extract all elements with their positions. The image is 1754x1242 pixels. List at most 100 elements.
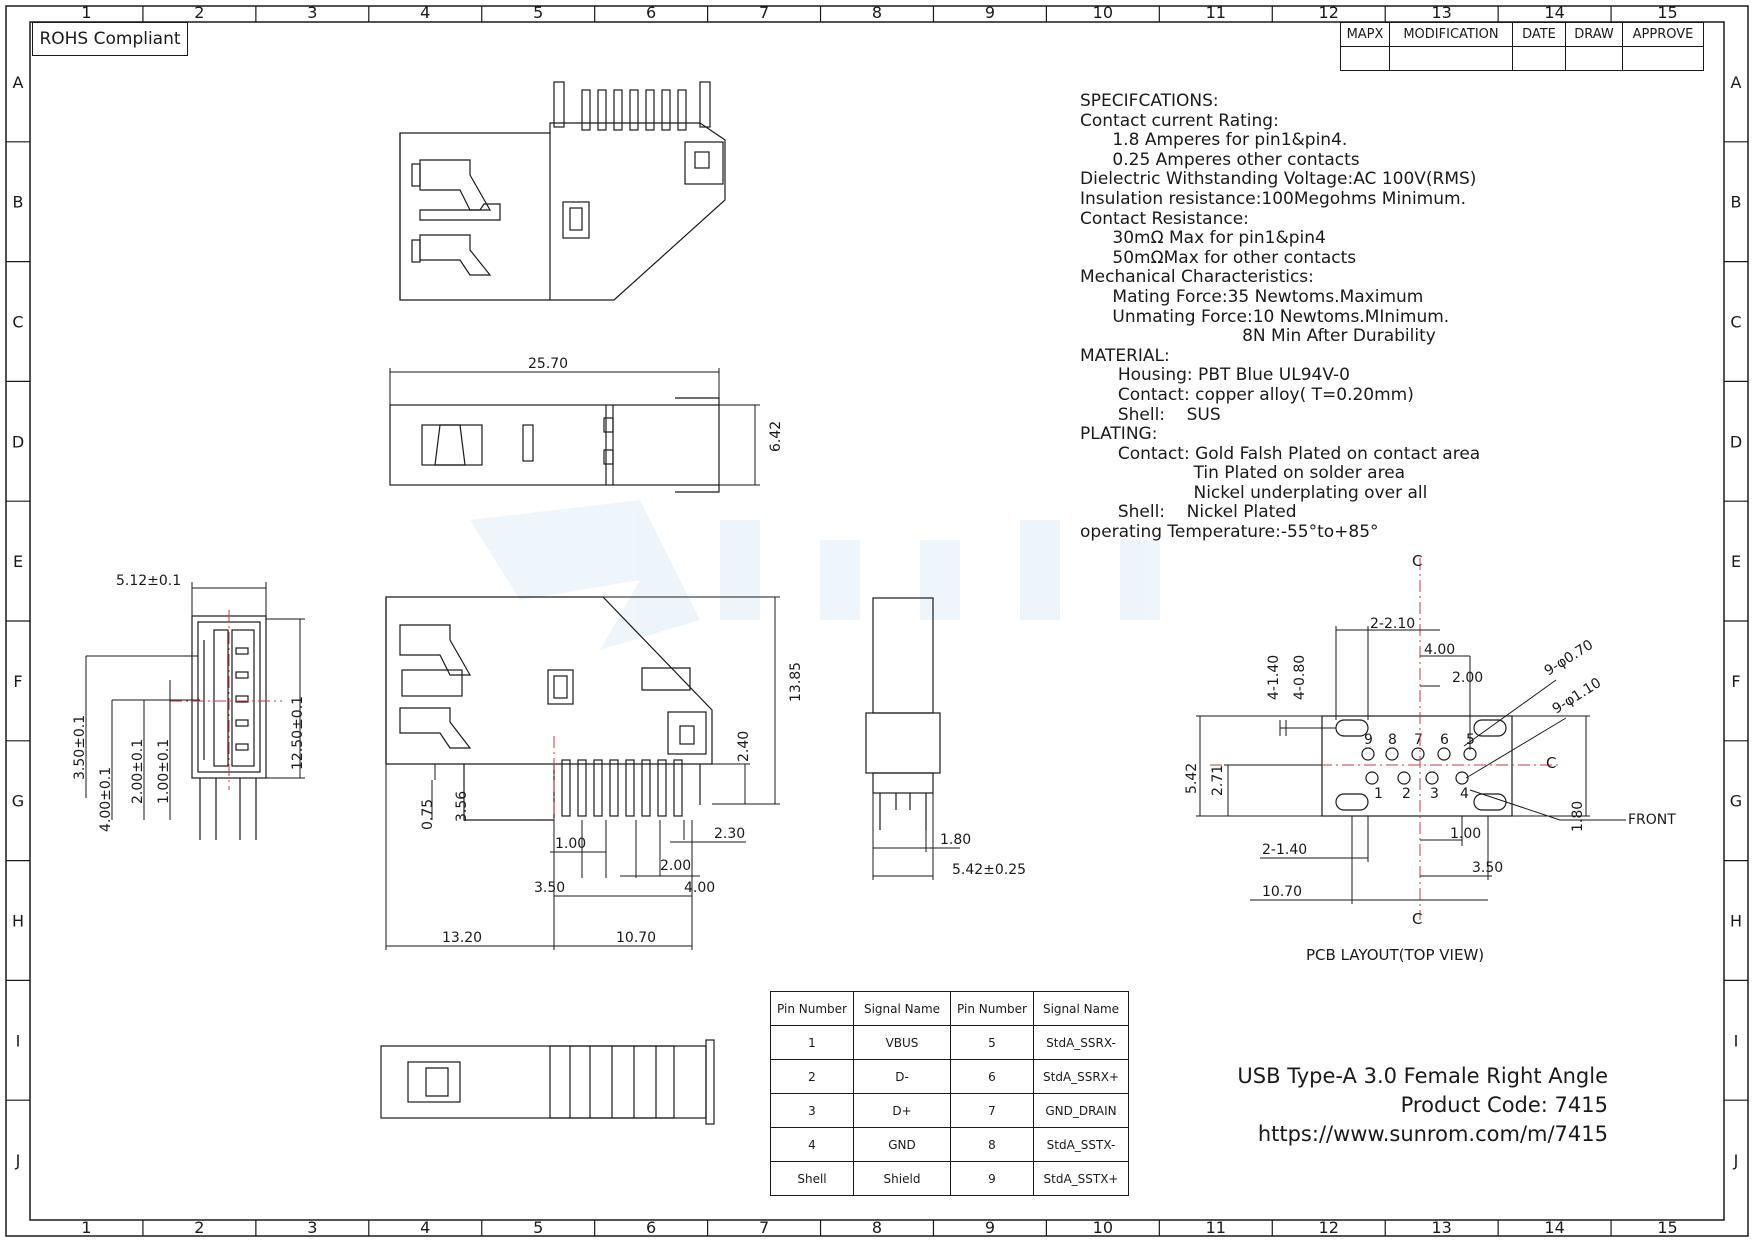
pcb-hole xyxy=(1437,747,1451,761)
dim-side-1070: 10.70 xyxy=(616,930,656,946)
pin-header: Signal Name xyxy=(853,991,951,1026)
frame-column-label: 15 xyxy=(1657,1218,1677,1237)
spec-line: MATERIAL: xyxy=(1080,345,1170,366)
dim-side-pin: 2.40 xyxy=(736,731,752,762)
frame-column-label: 6 xyxy=(646,1218,656,1237)
pcb-pin-number: 8 xyxy=(1388,732,1397,748)
pcb-dim-1070: 10.70 xyxy=(1262,884,1302,900)
table-cell: Shield xyxy=(853,1161,951,1196)
dim-side-400: 4.00 xyxy=(684,880,715,896)
rev-cell xyxy=(1622,46,1704,71)
dim-front-height: 12.50±0.1 xyxy=(290,696,306,770)
frame-column-label: 13 xyxy=(1431,3,1451,22)
frame-column-label: 4 xyxy=(420,3,430,22)
specifications: SPECIFCATIONS:Contact current Rating: 1.… xyxy=(1080,91,1480,543)
product-code: Product Code: 7415 xyxy=(1400,1093,1608,1117)
pcb-hole xyxy=(1455,771,1469,785)
pcb-hole xyxy=(1385,747,1399,761)
frame-column-label: 10 xyxy=(1093,1218,1113,1237)
frame-column-label: 10 xyxy=(1093,3,1113,22)
pcb-dim-210: 2-2.10 xyxy=(1370,616,1415,632)
pcb-layout-title: PCB LAYOUT(TOP VIEW) xyxy=(1306,946,1485,964)
pin-header: Signal Name xyxy=(1033,991,1129,1026)
pcb-centerlines xyxy=(1210,558,1560,920)
frame-column-label: 14 xyxy=(1544,1218,1564,1237)
pcb-cl-top: C xyxy=(1412,552,1422,570)
pcb-layout xyxy=(1321,715,1513,817)
frame-column-label: 3 xyxy=(307,3,317,22)
pcb-dim-080: 4-0.80 xyxy=(1292,655,1308,700)
frame-ticks xyxy=(6,6,1748,1236)
spec-line: Contact: copper alloy( T=0.20mm) xyxy=(1080,384,1414,405)
pcb-cl-bottom: C xyxy=(1412,910,1422,928)
rohs-badge: ROHS Compliant xyxy=(32,22,188,56)
frame-row-label: G xyxy=(1730,792,1742,811)
frame-column-label: 12 xyxy=(1319,3,1339,22)
frame-row-label: A xyxy=(13,73,24,92)
pcb-dim-140a: 4-1.40 xyxy=(1266,655,1282,700)
middle-dims xyxy=(389,368,760,486)
front-centerlines xyxy=(170,610,282,790)
spec-line: Nickel underplating over all xyxy=(1080,482,1428,503)
frame-column-label: 8 xyxy=(872,1218,882,1237)
rev-header-modification: MODIFICATION xyxy=(1389,22,1513,47)
dim-front-width: 5.12±0.1 xyxy=(116,573,181,589)
pin-table: Pin Number Signal Name Pin Number Signal… xyxy=(770,991,1129,1196)
pcb-dim-350: 3.50 xyxy=(1472,860,1503,876)
frame-row-label: I xyxy=(16,1031,21,1050)
pcb-hole xyxy=(1361,747,1375,761)
spec-line: Shell: SUS xyxy=(1080,404,1221,425)
table-cell: StdA_SSTX- xyxy=(1033,1127,1129,1162)
frame-row-label: F xyxy=(1731,672,1740,691)
frame-column-label: 11 xyxy=(1206,3,1226,22)
frame-row-label: C xyxy=(1730,313,1741,332)
dim-top-width: 25.70 xyxy=(528,356,568,372)
dim-side-1320: 13.20 xyxy=(442,930,482,946)
spec-line: 8N Min After Durability xyxy=(1080,326,1436,347)
title-block: USB Type-A 3.0 Female Right Angle Produc… xyxy=(1237,1062,1608,1149)
rev-cell xyxy=(1512,46,1566,71)
dim-side-200: 2.00 xyxy=(660,858,691,874)
frame-labels: 1122334455667788991010111112121313141415… xyxy=(12,3,1742,1237)
product-name: USB Type-A 3.0 Female Right Angle xyxy=(1237,1064,1608,1088)
frame-row-label: D xyxy=(12,432,24,451)
frame-column-label: 7 xyxy=(759,1218,769,1237)
end-view xyxy=(865,597,941,830)
table-cell: 9 xyxy=(950,1161,1034,1196)
pcb-front-label: FRONT xyxy=(1628,812,1676,828)
pcb-pin-number: 7 xyxy=(1414,732,1423,748)
spec-line: Unmating Force:10 Newtoms.MInimum. xyxy=(1080,306,1450,327)
middle-view xyxy=(389,397,720,493)
frame-column-label: 5 xyxy=(533,1218,543,1237)
frame-row-label: B xyxy=(13,193,24,212)
rev-header-mapx: MAPX xyxy=(1340,22,1390,47)
dim-side-height: 13.85 xyxy=(788,662,804,702)
frame-row-label: D xyxy=(1730,432,1742,451)
spec-line: operating Temperature:-55°to+85° xyxy=(1080,522,1379,543)
table-cell: Shell xyxy=(770,1161,854,1196)
frame-row-label: H xyxy=(12,912,24,931)
table-cell: 1 xyxy=(770,1025,854,1060)
rev-header-draw: DRAW xyxy=(1565,22,1623,47)
frame-column-label: 5 xyxy=(533,3,543,22)
pin-header: Pin Number xyxy=(770,991,854,1026)
frame-row-label: A xyxy=(1731,73,1742,92)
pcb-dim-400: 4.00 xyxy=(1424,642,1455,658)
product-url[interactable]: https://www.sunrom.com/m/7415 xyxy=(1257,1122,1608,1146)
pcb-dim-100: 1.00 xyxy=(1450,826,1481,842)
pcb-dim-070: 9-φ0.70 xyxy=(1542,637,1597,679)
frame-column-label: 2 xyxy=(194,3,204,22)
rev-cell xyxy=(1565,46,1623,71)
end-dims xyxy=(872,793,960,880)
pcb-pin-number: 4 xyxy=(1460,786,1469,802)
table-cell: GND xyxy=(853,1127,951,1162)
table-cell: 3 xyxy=(770,1093,854,1128)
frame-row-label: E xyxy=(13,552,23,571)
dim-side-100: 1.00 xyxy=(555,836,586,852)
